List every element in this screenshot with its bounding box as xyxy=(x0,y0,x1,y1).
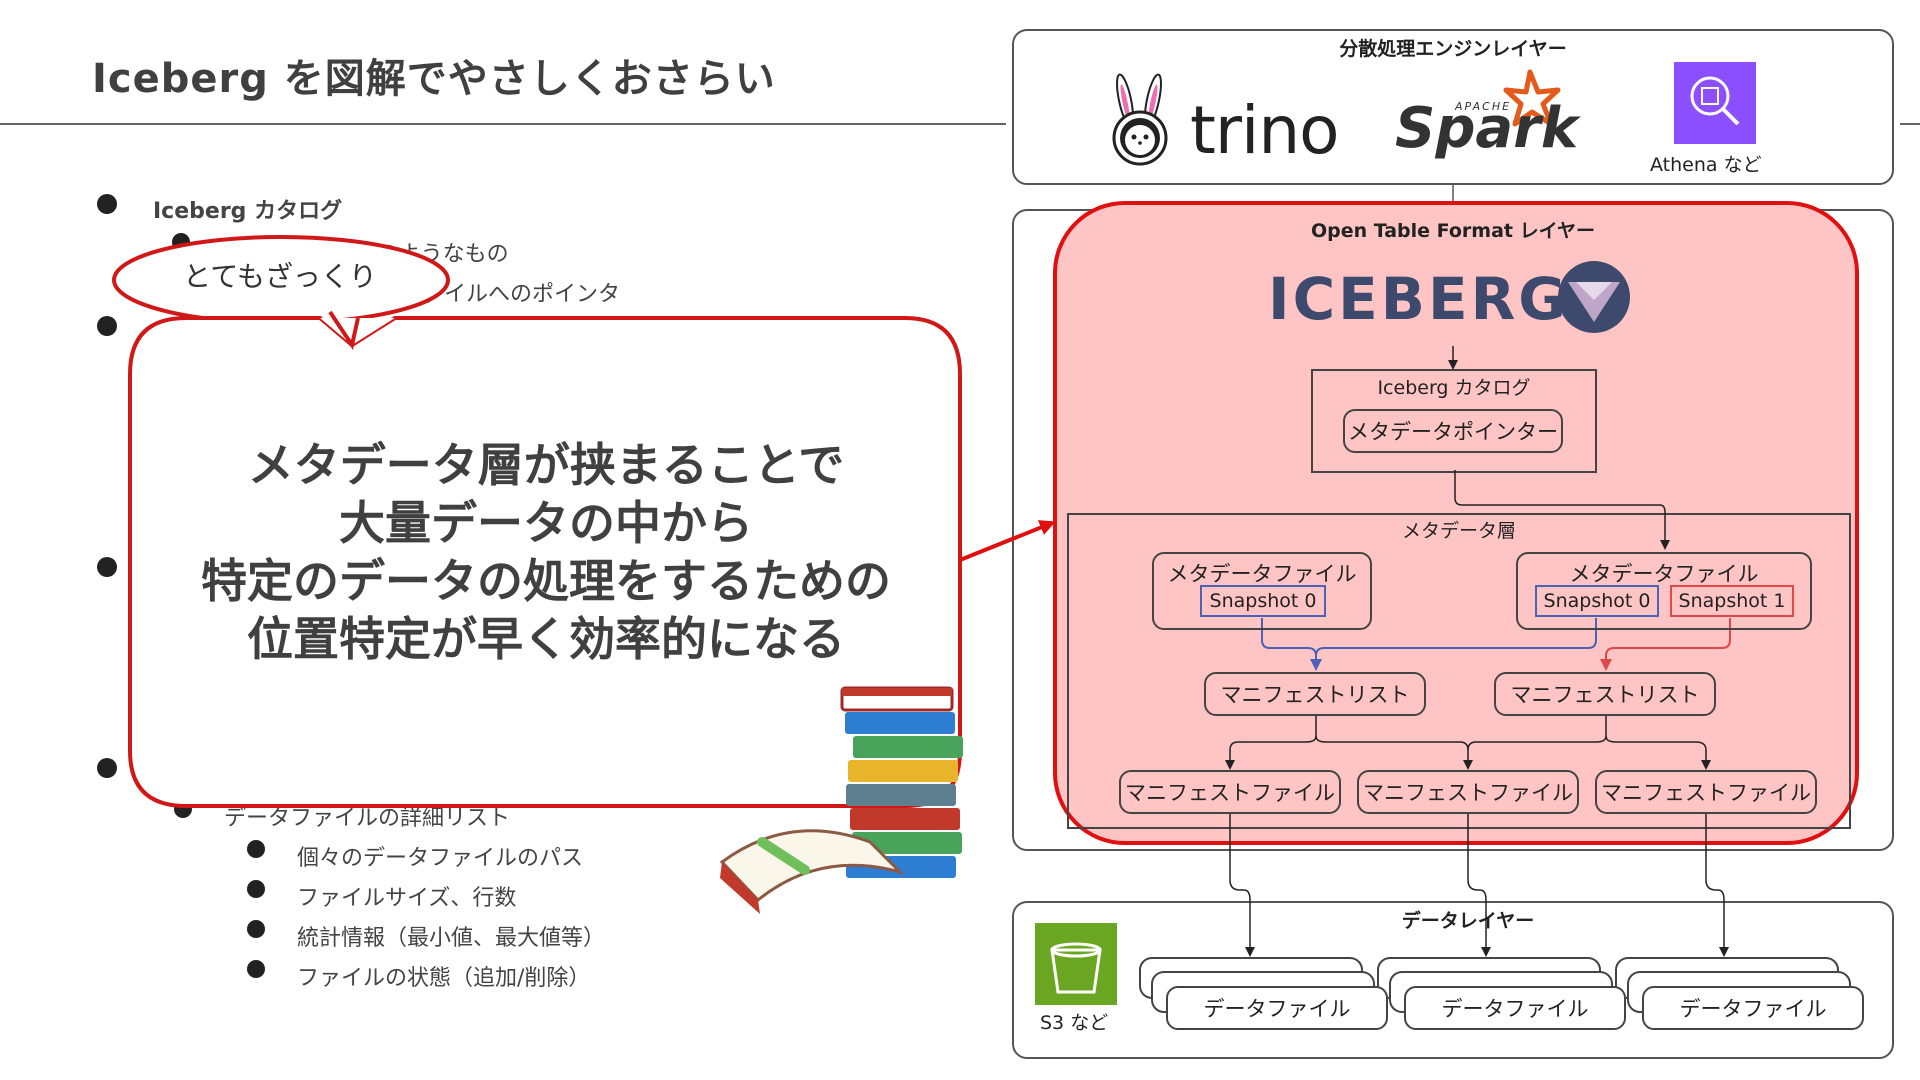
trino-logo xyxy=(1112,73,1168,166)
bullet-dot xyxy=(247,920,265,938)
spark-wordmark: Spark xyxy=(1395,96,1579,161)
bullet-dot xyxy=(247,840,265,858)
speech-bubble-text: とてもざっくり xyxy=(183,260,377,293)
manifest-list-node: マニフェストリスト xyxy=(1494,672,1716,716)
arrow-pointer-metadata xyxy=(1454,470,1670,550)
callout-arrow xyxy=(959,520,1056,562)
callout-line: 位置特定が早く効率的になる xyxy=(247,612,845,666)
iceberg-wordmark: ICEBERG xyxy=(1268,265,1569,333)
bullet-dot xyxy=(97,758,117,778)
arrow-snapshot0-right xyxy=(1315,618,1597,657)
spark-logo-star xyxy=(1503,69,1561,127)
manifest-list-node: マニフェストリスト xyxy=(1204,672,1426,716)
bullet-dot xyxy=(97,557,117,577)
snapshot-0-left: Snapshot 0 xyxy=(1200,585,1326,617)
metadata-file-right: メタデータファイル xyxy=(1516,552,1812,630)
iceberg-logo-gem xyxy=(1558,261,1630,333)
snapshot-1-right: Snapshot 1 xyxy=(1670,585,1794,617)
bubble-tail-outline xyxy=(328,310,360,351)
data-file-node: データファイル xyxy=(1166,986,1388,1030)
callout-line: 特定のデータの処理をするための xyxy=(201,554,891,608)
catalog-box xyxy=(1311,369,1597,473)
arrow-ml2-mf3 xyxy=(1605,735,1711,770)
bullet-dot xyxy=(97,316,117,336)
callout-line: メタデータ層が挟まることで xyxy=(247,438,845,492)
metadata-file-left-title: メタデータファイル xyxy=(1167,562,1357,586)
snapshot-0-right: Snapshot 0 xyxy=(1535,585,1659,617)
slide-title: Iceberg を図解でやさしくおさらい xyxy=(92,56,776,102)
engine-layer-title: 分散処理エンジンレイヤー xyxy=(1339,38,1567,60)
arrow-snapshot1 xyxy=(1600,618,1731,671)
arrow-ml1-mf1 xyxy=(1225,715,1317,770)
athena-label: Athena など xyxy=(1650,154,1762,176)
bullet-dot xyxy=(247,960,265,978)
bullet-dot xyxy=(247,880,265,898)
metadata-layer-title: メタデータ層 xyxy=(1401,520,1516,542)
spark-apache-label: APACHE xyxy=(1455,100,1512,113)
data-layer-title: データレイヤー xyxy=(1401,910,1535,932)
arrow-ml2-mf2 xyxy=(1467,715,1607,751)
otf-layer-title: Open Table Format レイヤー xyxy=(1310,220,1596,242)
s3-logo xyxy=(1035,923,1117,1005)
bullet-item: データファイルの詳細リスト xyxy=(224,806,511,831)
bullet-dot xyxy=(97,194,117,214)
arrow-mf1-data xyxy=(1229,812,1255,957)
arrow-mf3-data xyxy=(1705,812,1729,957)
catalog-title: Iceberg カタログ xyxy=(1377,377,1531,399)
manifest-file-node: マニフェストファイル xyxy=(1119,770,1341,814)
title-divider-right xyxy=(1900,123,1920,125)
athena-logo xyxy=(1674,62,1756,144)
bullet-item: ファイルの状態（追加/削除） xyxy=(297,966,591,991)
bullet-item: 個々のデータファイルのパス xyxy=(297,846,584,871)
callout-message: メタデータ層が挟まることで 大量データの中から 特定のデータの処理をするための … xyxy=(130,436,962,668)
manifest-file-node: マニフェストファイル xyxy=(1595,770,1817,814)
metadata-file-left: メタデータファイル xyxy=(1152,552,1372,630)
bullet-item: ファイルサイズ、行数 xyxy=(297,886,517,911)
metadata-layer-box xyxy=(1067,513,1851,829)
metadata-file-right-title: メタデータファイル xyxy=(1569,562,1759,586)
bullet-item: Iceberg カタログ xyxy=(153,199,343,224)
s3-label: S3 など xyxy=(1040,1012,1109,1034)
data-file-node: データファイル xyxy=(1642,986,1864,1030)
arrow-mf2-data xyxy=(1467,812,1491,957)
title-divider xyxy=(0,123,1006,125)
callout-line: 大量データの中から xyxy=(339,496,753,550)
trino-wordmark: trino xyxy=(1190,92,1340,169)
bullet-item: 統計情報（最小値、最大値等） xyxy=(297,926,606,951)
metadata-pointer-node: メタデータポインター xyxy=(1343,409,1563,453)
manifest-file-node: マニフェストファイル xyxy=(1357,770,1579,814)
data-file-node: データファイル xyxy=(1404,986,1626,1030)
books-illustration xyxy=(719,686,963,914)
